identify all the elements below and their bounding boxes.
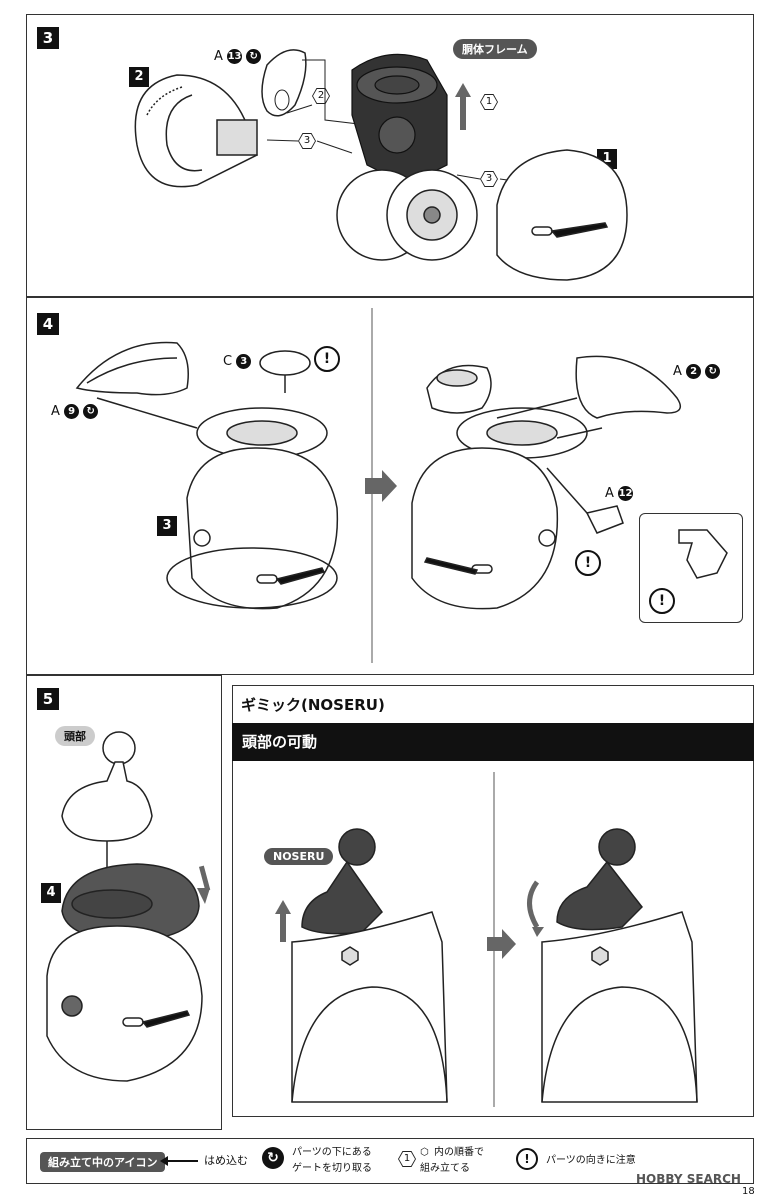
- up-arrow-icon: [275, 900, 291, 942]
- step-3-illustration: [134, 49, 628, 281]
- legend-title: 組み立て中のアイコン: [40, 1152, 166, 1172]
- part-label-a12: A 12: [605, 486, 634, 501]
- up-arrow-icon: [455, 83, 471, 130]
- part-label-a2: A 2 ↻: [673, 364, 721, 379]
- sub-step-badge: 2: [129, 67, 149, 87]
- wheel-assembly-illustration: [336, 169, 478, 261]
- step-4-illustration: [75, 308, 728, 663]
- next-arrow-icon: [365, 470, 397, 502]
- part-number: 13: [227, 49, 243, 64]
- caution-icon: !: [575, 550, 601, 576]
- part-label-c3: C 3: [223, 354, 252, 369]
- body-frame-illustration: [351, 53, 448, 186]
- page-number: 18: [742, 1186, 755, 1197]
- body-frame-label: 胴体フレーム: [453, 39, 537, 59]
- part-label-a13: A 13 ↻: [214, 49, 262, 64]
- part-number: 3: [236, 354, 252, 369]
- gimmick-illustration: [275, 772, 698, 1107]
- step-5-illustration: [46, 731, 211, 1082]
- hex-outline-icon: ⬡: [420, 1147, 429, 1158]
- watermark: HOBBY SEARCH: [636, 1172, 741, 1186]
- down-arrow-icon: [197, 865, 211, 904]
- step-3-panel: 3 2 1 A 13 ↻ 胴体フレーム 2 3 1 3: [26, 14, 754, 297]
- step-number: 4: [37, 313, 59, 335]
- caution-icon: !: [516, 1148, 538, 1170]
- order-callout: 3: [480, 171, 498, 187]
- sub-step-badge: 4: [41, 883, 61, 903]
- step-number: 3: [37, 27, 59, 49]
- cut-gate-icon: ↻: [705, 364, 721, 379]
- legend-order-line2: 組み立てる: [420, 1163, 470, 1174]
- order-callout: 3: [298, 133, 316, 149]
- part-label-a9: A 9 ↻: [51, 404, 99, 419]
- part-number: 12: [618, 486, 634, 501]
- part-letter: A: [673, 364, 682, 379]
- order-callout-icon: 1: [398, 1151, 416, 1167]
- shell-part-illustration: [134, 74, 258, 188]
- legend-fit-in: はめ込む: [204, 1154, 248, 1167]
- noseru-label: NOSERU: [264, 848, 334, 865]
- cut-gate-icon: ↻: [246, 49, 262, 64]
- head-label: 頭部: [55, 726, 95, 746]
- order-callout: 1: [480, 94, 498, 110]
- part-number: 2: [686, 364, 702, 379]
- caution-icon: !: [649, 588, 675, 614]
- step-4-panel: 4 3 C 3 ! A 9 ↻ A 2 ↻ A 12 ! !: [26, 297, 754, 675]
- part-letter: A: [51, 404, 60, 419]
- rotate-arrow-icon: [527, 880, 540, 929]
- legend-gate-line1: パーツの下にある: [292, 1147, 372, 1158]
- step-5-panel: 5 頭部 4: [26, 675, 222, 1130]
- legend-caution: パーツの向きに注意: [546, 1155, 636, 1166]
- cut-gate-icon: ↻: [262, 1147, 284, 1169]
- next-arrow-icon: [487, 929, 516, 959]
- legend-gate-line2: ゲートを切り取る: [292, 1163, 372, 1174]
- gimmick-title: ギミック(NOSERU): [241, 696, 385, 714]
- dome-cover-illustration: [496, 149, 628, 281]
- legend-order-line1: 内の順番で: [434, 1147, 484, 1158]
- caution-icon: !: [314, 346, 340, 372]
- step-number: 5: [37, 688, 59, 710]
- cut-gate-icon: ↻: [83, 404, 99, 419]
- part-number: 9: [64, 404, 80, 419]
- small-part-a13: [261, 49, 307, 117]
- fit-in-arrow-icon: [160, 1156, 198, 1166]
- part-letter: A: [214, 49, 223, 64]
- part-letter: A: [605, 486, 614, 501]
- section-header: 頭部の可動: [232, 723, 754, 761]
- part-letter: C: [223, 354, 233, 369]
- sub-step-badge: 3: [157, 516, 177, 536]
